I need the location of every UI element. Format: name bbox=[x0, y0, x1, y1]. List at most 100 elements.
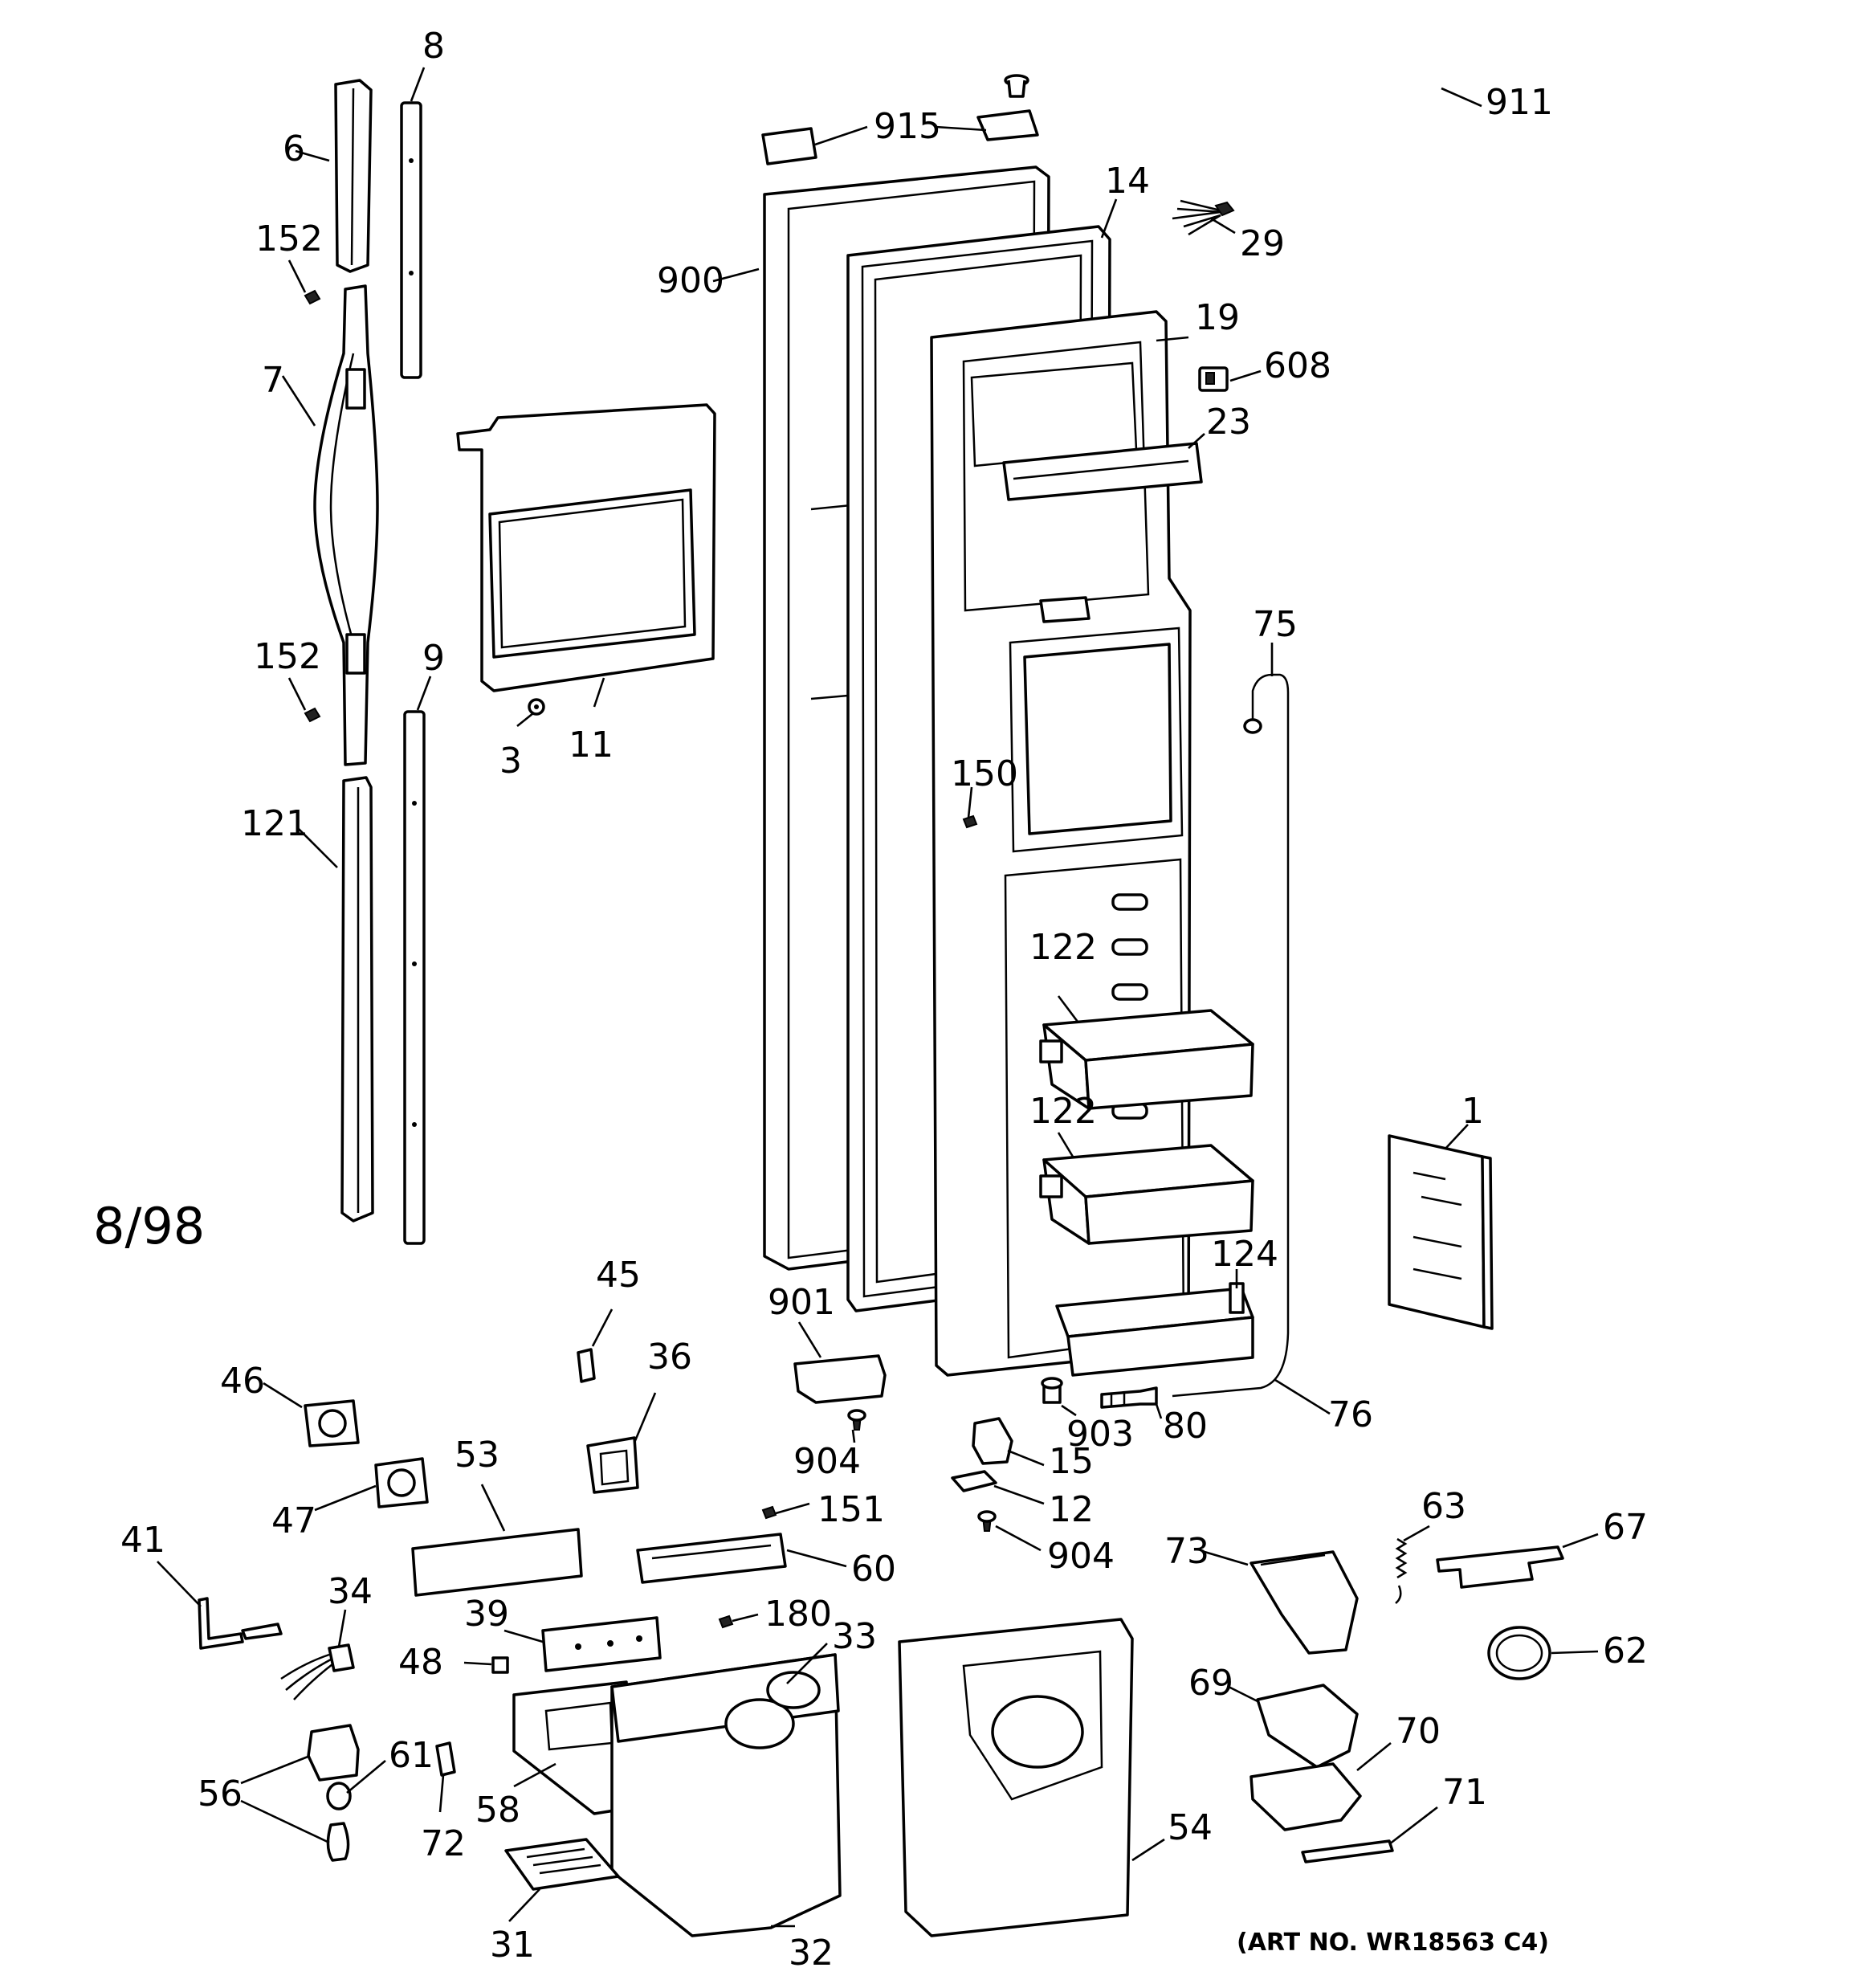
revision-date: 8/98 bbox=[93, 1197, 205, 1255]
part-45-clip bbox=[577, 1348, 596, 1383]
callout-152-upper: 152 bbox=[255, 218, 323, 259]
part-901-hinge-cover bbox=[793, 1354, 887, 1404]
callout-41: 41 bbox=[120, 1520, 165, 1561]
part-75-water-tube-upper bbox=[1243, 673, 1290, 884]
callout-121: 121 bbox=[241, 803, 308, 844]
callout-915: 915 bbox=[874, 106, 941, 147]
part-152-screw-lower bbox=[304, 707, 321, 723]
part-915-pad-right bbox=[976, 109, 1039, 141]
part-72-clip bbox=[435, 1741, 456, 1777]
callout-29: 29 bbox=[1240, 223, 1285, 264]
part-151-screw bbox=[761, 1505, 777, 1520]
part-73-ice-chute bbox=[1249, 1550, 1359, 1655]
callout-23: 23 bbox=[1206, 402, 1251, 443]
callout-151: 151 bbox=[817, 1489, 885, 1530]
part-62-ring-gasket bbox=[1487, 1626, 1551, 1680]
callout-63: 63 bbox=[1421, 1486, 1466, 1527]
part-911-plug bbox=[1004, 74, 1029, 98]
callout-11: 11 bbox=[569, 725, 614, 765]
callout-152-lower: 152 bbox=[254, 636, 321, 677]
part-903-bushing bbox=[1041, 1377, 1063, 1404]
callout-71: 71 bbox=[1442, 1772, 1487, 1813]
callout-9: 9 bbox=[422, 638, 445, 679]
callout-904-lower: 904 bbox=[1047, 1536, 1115, 1577]
part-33-ice-chute-ring bbox=[724, 1671, 821, 1749]
callout-31: 31 bbox=[490, 1925, 535, 1966]
callout-180: 180 bbox=[764, 1594, 832, 1635]
callout-1: 1 bbox=[1461, 1091, 1484, 1132]
part-124-bottom-bin bbox=[1055, 1282, 1254, 1377]
callout-911: 911 bbox=[1486, 82, 1553, 123]
part-31-drip-tray bbox=[504, 1838, 620, 1891]
part-608-switch bbox=[1198, 366, 1229, 392]
callout-122-lower: 122 bbox=[1029, 1091, 1097, 1132]
part-46-knob-housing bbox=[304, 1399, 360, 1447]
callout-901: 901 bbox=[768, 1282, 835, 1323]
part-121-handle-trim-lower bbox=[340, 776, 374, 1223]
callout-6: 6 bbox=[283, 129, 305, 169]
part-69-chute-door bbox=[1256, 1684, 1359, 1769]
part-60-dispenser-frame-bar bbox=[636, 1533, 787, 1584]
part-39-control-board bbox=[541, 1616, 662, 1672]
part-48-clip bbox=[491, 1656, 509, 1674]
callout-54: 54 bbox=[1168, 1807, 1213, 1848]
callout-53: 53 bbox=[455, 1435, 499, 1476]
part-122-door-bin-lower bbox=[1039, 1144, 1254, 1245]
callout-19: 19 bbox=[1195, 297, 1240, 338]
callout-12: 12 bbox=[1049, 1489, 1094, 1530]
part-54-dispenser-cover bbox=[898, 1618, 1134, 1937]
callout-904-upper: 904 bbox=[793, 1441, 861, 1482]
callout-58: 58 bbox=[475, 1790, 520, 1831]
art-number: (ART NO. WR18563 C4) bbox=[1237, 1929, 1549, 1957]
callout-60: 60 bbox=[851, 1549, 896, 1590]
part-47-actuator-plate bbox=[374, 1457, 429, 1508]
callout-72: 72 bbox=[421, 1823, 466, 1864]
callout-7: 7 bbox=[262, 360, 284, 401]
leader-lines bbox=[157, 67, 1599, 1928]
part-63-spring bbox=[1395, 1537, 1408, 1604]
callout-62: 62 bbox=[1603, 1631, 1648, 1672]
part-150-screw bbox=[962, 814, 978, 829]
callout-36: 36 bbox=[647, 1337, 692, 1378]
callout-75: 75 bbox=[1253, 604, 1298, 645]
part-6-handle-cap-upper bbox=[334, 79, 373, 273]
callout-3: 3 bbox=[499, 741, 522, 782]
callout-69: 69 bbox=[1188, 1663, 1233, 1704]
part-56-lamp-bulb bbox=[326, 1822, 350, 1862]
callout-39: 39 bbox=[464, 1594, 509, 1635]
callout-8: 8 bbox=[422, 26, 445, 67]
callout-80: 80 bbox=[1163, 1406, 1208, 1447]
part-53-cover-plate bbox=[411, 1528, 583, 1597]
part-11-dispenser-frame bbox=[456, 403, 716, 692]
callout-61: 61 bbox=[389, 1735, 434, 1776]
callout-122-upper: 122 bbox=[1029, 927, 1097, 968]
callout-73: 73 bbox=[1164, 1531, 1209, 1572]
callout-124: 124 bbox=[1211, 1234, 1278, 1275]
part-80-water-valve-fitting bbox=[1100, 1386, 1158, 1409]
part-152-screw-upper bbox=[304, 289, 321, 305]
callout-45: 45 bbox=[596, 1255, 641, 1296]
callout-70: 70 bbox=[1396, 1711, 1441, 1752]
callout-47: 47 bbox=[271, 1500, 316, 1541]
part-76-water-tube-lower bbox=[1172, 884, 1290, 1398]
part-9-trim-strip-lower bbox=[403, 710, 426, 1245]
callout-15: 15 bbox=[1049, 1441, 1094, 1482]
callout-900: 900 bbox=[657, 260, 724, 301]
part-7-door-handle bbox=[313, 284, 379, 766]
part-61-lamp-holder bbox=[326, 1782, 352, 1810]
callout-46: 46 bbox=[220, 1361, 265, 1402]
callout-34: 34 bbox=[328, 1571, 373, 1612]
part-1-owners-manual bbox=[1388, 1134, 1494, 1330]
callout-608: 608 bbox=[1264, 345, 1331, 386]
part-36-bracket bbox=[586, 1436, 639, 1494]
part-915-pad-left bbox=[761, 127, 817, 165]
part-70-door-frame bbox=[1249, 1762, 1362, 1831]
callout-67: 67 bbox=[1603, 1507, 1648, 1548]
part-8-trim-strip-upper bbox=[400, 101, 422, 379]
callout-56: 56 bbox=[198, 1774, 243, 1815]
part-19-inner-door-liner bbox=[930, 310, 1192, 1377]
part-56-lamp-socket bbox=[307, 1724, 360, 1782]
part-15-hinge-block bbox=[972, 1417, 1013, 1465]
part-23-dispenser-shelf-bar bbox=[1002, 442, 1203, 501]
